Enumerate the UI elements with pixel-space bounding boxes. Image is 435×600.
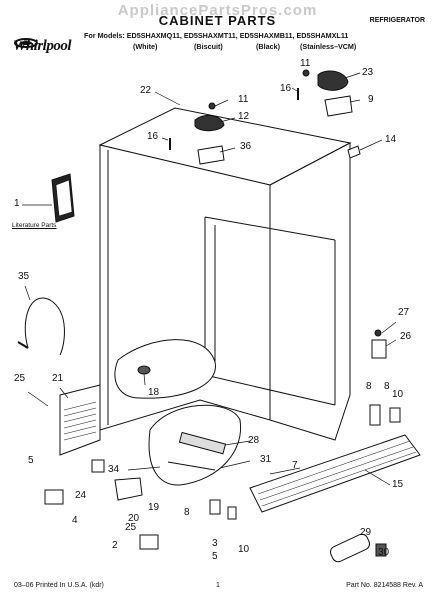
callout-34: 34 bbox=[108, 464, 120, 475]
footer-page-number: 1 bbox=[216, 582, 220, 589]
footer-part-number: Part No. 8214588 Rev. A bbox=[346, 582, 423, 589]
callout-31: 31 bbox=[260, 454, 272, 465]
callout-2: 2 bbox=[112, 540, 118, 551]
color-stainless: (Stainless–VCM) bbox=[300, 42, 357, 51]
color-black: (Black) bbox=[256, 42, 280, 51]
page-title: CABINET PARTS bbox=[158, 13, 277, 28]
callout-25-bottom: 25 bbox=[125, 522, 137, 533]
callout-11: 11 bbox=[238, 94, 249, 105]
callout-27: 27 bbox=[398, 307, 410, 318]
callout-16: 16 bbox=[147, 131, 159, 142]
callout-29: 29 bbox=[360, 527, 372, 538]
callout-26: 26 bbox=[400, 331, 412, 342]
footer-printed: 03–06 Printed In U.S.A. (kdr) bbox=[14, 582, 104, 589]
whirlpool-logo-swoosh bbox=[14, 38, 38, 48]
callout-12: 12 bbox=[238, 111, 250, 122]
callout-21: 21 bbox=[52, 373, 64, 384]
category-label: REFRIGERATOR bbox=[369, 17, 425, 24]
literature-parts-label: Literature Parts bbox=[12, 222, 57, 229]
color-biscuit: (Biscuit) bbox=[194, 42, 223, 51]
callout-3: 3 bbox=[212, 538, 218, 549]
callout-11-top: 11 bbox=[300, 58, 311, 69]
callout-19: 19 bbox=[148, 502, 160, 513]
color-white: (White) bbox=[133, 42, 158, 51]
callout-20: 20 bbox=[128, 513, 140, 524]
callout-24: 24 bbox=[75, 490, 87, 501]
callout-10-bottom: 10 bbox=[238, 544, 250, 555]
callout-13: 8 bbox=[384, 381, 390, 392]
callout-5-bottom: 5 bbox=[212, 551, 218, 562]
callout-9: 9 bbox=[368, 94, 374, 105]
callout-28: 28 bbox=[248, 435, 260, 446]
models-line: For Models: ED5SHAXMQ11, ED5SHAXMT11, ED… bbox=[84, 31, 349, 40]
callout-16-top: 16 bbox=[280, 83, 292, 94]
callout-36: 36 bbox=[240, 141, 252, 152]
whirlpool-logo: Whirlpool bbox=[13, 38, 72, 54]
callout-35: 35 bbox=[18, 271, 30, 282]
watermark: AppliancePartsPros.com bbox=[117, 2, 318, 19]
callout-8: 8 bbox=[366, 381, 372, 392]
callout-22: 22 bbox=[140, 85, 152, 96]
callout-18: 18 bbox=[148, 387, 160, 398]
callout-30: 30 bbox=[378, 547, 390, 558]
callout-23: 23 bbox=[362, 67, 374, 78]
callout-1: 1 bbox=[14, 198, 20, 209]
callout-25: 25 bbox=[14, 373, 26, 384]
callout-7: 7 bbox=[292, 460, 298, 471]
callout-8-bottom: 8 bbox=[184, 507, 190, 518]
callout-15: 15 bbox=[392, 479, 404, 490]
callout-14: 14 bbox=[385, 134, 397, 145]
callout-4: 4 bbox=[72, 515, 78, 526]
callout-10: 10 bbox=[392, 389, 404, 400]
callout-5: 5 bbox=[28, 455, 34, 466]
